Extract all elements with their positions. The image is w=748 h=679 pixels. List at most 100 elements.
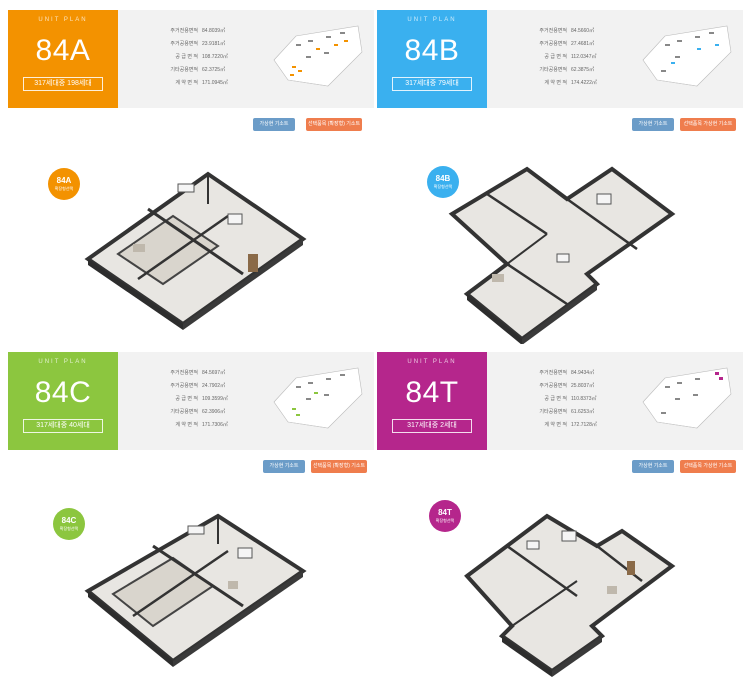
- spec-value: 24.7902㎡: [202, 383, 226, 389]
- site-map-thumbnail: [273, 25, 363, 87]
- site-map-thumbnail: [642, 367, 732, 429]
- spec-label: 기타공용면적: [539, 67, 567, 73]
- spec-value: 61.6253㎡: [571, 409, 595, 415]
- spec-label: 공 급 면 적: [544, 54, 567, 60]
- plan-type-code: 84C: [61, 516, 77, 525]
- unit-badge: UNIT PLAN 84C 317세대중 40세대: [8, 352, 118, 450]
- spec-label: 주거공용면적: [539, 383, 567, 389]
- household-count: 317세대중 40세대: [23, 419, 103, 433]
- plan-type-sub: 확장형선택: [435, 518, 455, 523]
- virtual-model-house-button[interactable]: 가상현 기소트: [253, 118, 295, 131]
- unit-eyebrow: UNIT PLAN: [407, 359, 457, 365]
- spec-label: 주거전용면적: [539, 370, 567, 376]
- spec-row: 주거전용면적 84.8039㎡: [138, 25, 258, 38]
- spec-label: 주거전용면적: [170, 28, 198, 34]
- floor-plan-area: 84T 확장형선택: [377, 478, 743, 679]
- floor-plan-area: 84A 확장형선택: [8, 136, 374, 348]
- site-map-thumbnail: [273, 367, 363, 429]
- spec-value: 84.5697㎡: [202, 370, 226, 376]
- floor-plan-area: 84B 확장형선택: [377, 136, 743, 348]
- spec-label: 공 급 면 적: [544, 396, 567, 402]
- spec-value: 23.9181㎡: [202, 41, 226, 47]
- unit-code: 84C: [34, 376, 92, 409]
- plan-type-code: 84A: [56, 176, 72, 185]
- unit-code: 84B: [404, 34, 460, 67]
- spec-row: 계 약 면 적 171.0945㎡: [138, 77, 258, 90]
- plan-type-badge: 84A 확장형선택: [48, 168, 80, 200]
- plan-type-code: 84B: [435, 174, 451, 183]
- spec-row: 기타공용면적 61.6253㎡: [507, 406, 627, 419]
- plan-type-badge: 84C 확장형선택: [53, 508, 85, 540]
- virtual-model-house-button[interactable]: 가상현 기소트: [263, 460, 305, 473]
- site-map-thumbnail: [642, 25, 732, 87]
- virtual-model-house-button[interactable]: 가상현 기소트: [632, 460, 674, 473]
- spec-label: 주거전용면적: [170, 370, 198, 376]
- spec-label: 기타공용면적: [539, 409, 567, 415]
- spec-value: 108.7220㎡: [202, 54, 228, 60]
- unit-code: 84A: [35, 34, 91, 67]
- option-items-button[interactable]: 선택품목 가상현 기소트: [680, 118, 736, 131]
- isometric-floor-plan: [84, 171, 307, 330]
- plan-type-sub: 확장형선택: [59, 526, 79, 531]
- spec-row: 공 급 면 적 108.7220㎡: [138, 51, 258, 64]
- option-items-button[interactable]: 선택품목 (확장형) 기소트: [306, 118, 362, 131]
- household-count: 317세대중 79세대: [392, 77, 472, 91]
- spec-value: 62.3906㎡: [202, 409, 226, 415]
- spec-value: 174.4222㎡: [571, 80, 597, 86]
- spec-value: 84.8039㎡: [202, 28, 226, 34]
- option-items-button[interactable]: 선택품목 가상현 기소트: [680, 460, 736, 473]
- spec-row: 주거공용면적 25.8037㎡: [507, 380, 627, 393]
- spec-label: 계 약 면 적: [175, 80, 198, 86]
- household-count: 317세대중 198세대: [23, 77, 103, 91]
- spec-row: 공 급 면 적 109.3599㎡: [138, 393, 258, 406]
- spec-value: 171.7306㎡: [202, 422, 228, 428]
- spec-label: 기타공용면적: [170, 409, 198, 415]
- spec-label: 기타공용면적: [170, 67, 198, 73]
- spec-label: 계 약 면 적: [175, 422, 198, 428]
- spec-label: 주거공용면적: [170, 41, 198, 47]
- spec-value: 109.3599㎡: [202, 396, 228, 402]
- plan-type-sub: 확장형선택: [54, 186, 74, 191]
- unit-badge: UNIT PLAN 84T 317세대중 2세대: [377, 352, 487, 450]
- spec-label: 주거전용면적: [539, 28, 567, 34]
- unit-plan-84c: UNIT PLAN 84C 317세대중 40세대 주거전용면적 84.5697㎡…: [8, 352, 374, 679]
- spec-value: 112.0347㎡: [571, 54, 597, 60]
- spec-row: 계 약 면 적 171.7306㎡: [138, 419, 258, 432]
- household-count: 317세대중 2세대: [392, 419, 472, 433]
- plan-type-badge: 84B 확장형선택: [427, 166, 459, 198]
- spec-value: 27.4681㎡: [571, 41, 595, 47]
- unit-eyebrow: UNIT PLAN: [38, 359, 88, 365]
- spec-value: 25.8037㎡: [571, 383, 595, 389]
- unit-code: 84T: [405, 376, 459, 409]
- spec-label: 주거공용면적: [539, 41, 567, 47]
- plan-type-sub: 확장형선택: [433, 184, 453, 189]
- unit-badge: UNIT PLAN 84A 317세대중 198세대: [8, 10, 118, 108]
- unit-plan-84a: UNIT PLAN 84A 317세대중 198세대 주거전용면적 84.8039…: [8, 10, 374, 348]
- spec-row: 공 급 면 적 110.8373㎡: [507, 393, 627, 406]
- virtual-model-house-button[interactable]: 가상현 기소트: [632, 118, 674, 131]
- spec-label: 공 급 면 적: [175, 396, 198, 402]
- spec-value: 110.8373㎡: [571, 396, 597, 402]
- area-spec-table: 주거전용면적 84.8039㎡ 주거공용면적 23.9181㎡ 공 급 면 적 108…: [138, 25, 258, 90]
- spec-label: 계 약 면 적: [544, 422, 567, 428]
- option-items-button[interactable]: 선택품목 (확장형) 기소트: [311, 460, 367, 473]
- unit-eyebrow: UNIT PLAN: [38, 17, 88, 23]
- spec-label: 공 급 면 적: [175, 54, 198, 60]
- isometric-floor-plan: [448, 166, 676, 344]
- spec-row: 주거전용면적 84.5697㎡: [138, 367, 258, 380]
- plan-type-code: 84T: [438, 508, 452, 517]
- isometric-floor-plan: [84, 513, 307, 667]
- spec-value: 171.0945㎡: [202, 80, 228, 86]
- plan-type-badge: 84T 확장형선택: [429, 500, 461, 532]
- unit-header: UNIT PLAN 84C 317세대중 40세대 주거전용면적 84.5697㎡…: [8, 352, 374, 450]
